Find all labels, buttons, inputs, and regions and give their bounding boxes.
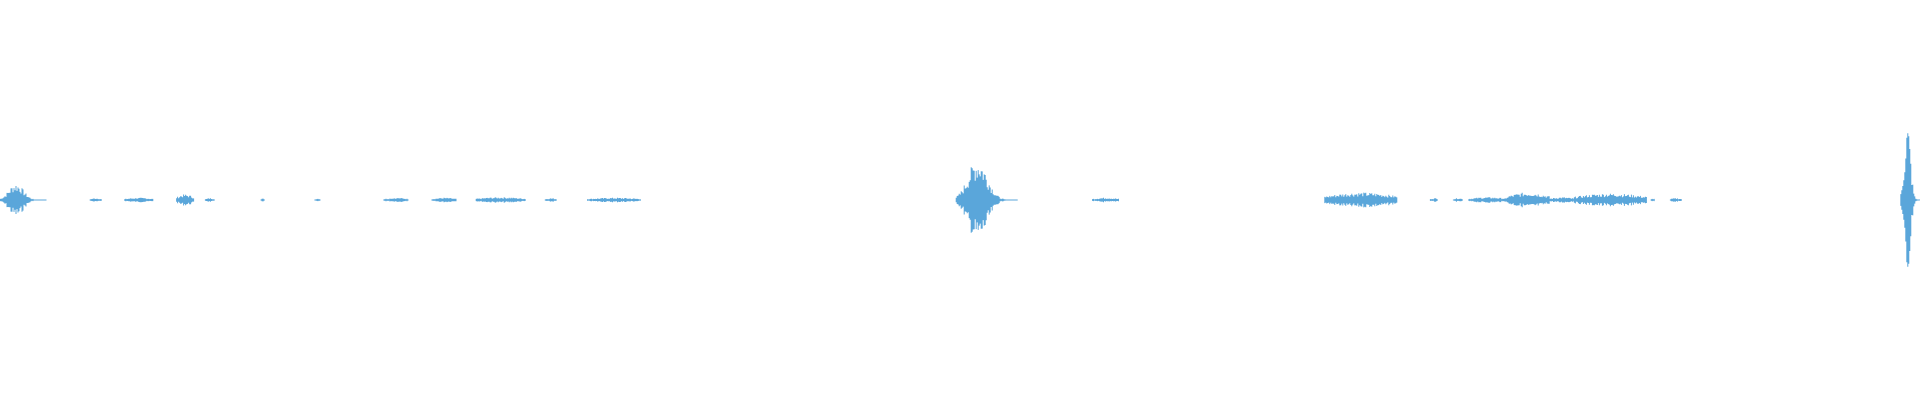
waveform-peaks bbox=[314, 198, 321, 202]
waveform-peaks bbox=[1650, 198, 1655, 202]
waveform-peaks bbox=[475, 197, 526, 203]
waveform-peaks bbox=[1429, 198, 1438, 202]
waveform-segment bbox=[475, 197, 526, 203]
waveform-segment bbox=[1092, 197, 1119, 203]
waveform-peaks bbox=[1092, 197, 1119, 203]
waveform-peaks bbox=[1506, 192, 1550, 208]
waveform-peaks bbox=[587, 197, 641, 203]
waveform-segment bbox=[383, 198, 409, 202]
waveform-peaks bbox=[383, 198, 409, 202]
waveform-segment bbox=[431, 197, 457, 203]
waveform-segment bbox=[955, 167, 1018, 233]
waveform-peaks bbox=[1573, 193, 1647, 207]
waveform-segment bbox=[124, 197, 154, 203]
waveform-peaks bbox=[1669, 198, 1682, 202]
waveform-segment bbox=[204, 198, 215, 202]
waveform-segment bbox=[1429, 198, 1438, 202]
waveform-segment bbox=[314, 198, 321, 202]
waveform-segment bbox=[176, 194, 195, 206]
waveform-peaks bbox=[1468, 197, 1508, 203]
waveform-peaks bbox=[1900, 133, 1920, 267]
waveform-segment bbox=[1468, 197, 1508, 203]
waveform-segment bbox=[1669, 198, 1682, 202]
waveform-segment bbox=[1573, 193, 1647, 207]
waveform-segment bbox=[544, 198, 557, 202]
waveform-peaks bbox=[1452, 198, 1463, 202]
waveform-segment bbox=[1452, 198, 1463, 202]
waveform-peaks bbox=[124, 197, 154, 203]
waveform-peaks bbox=[431, 197, 457, 203]
waveform-segment bbox=[1548, 197, 1574, 203]
waveform-peaks bbox=[0, 186, 47, 214]
waveform-peaks bbox=[1324, 192, 1398, 208]
waveform-peaks bbox=[1548, 197, 1574, 203]
waveform-segment bbox=[1900, 133, 1920, 267]
waveform-peaks bbox=[544, 198, 557, 202]
waveform-segment bbox=[0, 186, 47, 214]
waveform-segment bbox=[260, 198, 265, 202]
waveform-peaks bbox=[89, 198, 102, 202]
waveform-segment bbox=[1506, 192, 1550, 208]
waveform-peaks bbox=[955, 167, 1018, 233]
waveform-segment bbox=[587, 197, 641, 203]
waveform-peaks bbox=[204, 198, 215, 202]
waveform-segment bbox=[89, 198, 102, 202]
waveform-segment bbox=[1650, 198, 1655, 202]
waveform-segment bbox=[1324, 192, 1398, 208]
waveform-peaks bbox=[260, 198, 265, 202]
waveform-peaks bbox=[176, 194, 195, 206]
